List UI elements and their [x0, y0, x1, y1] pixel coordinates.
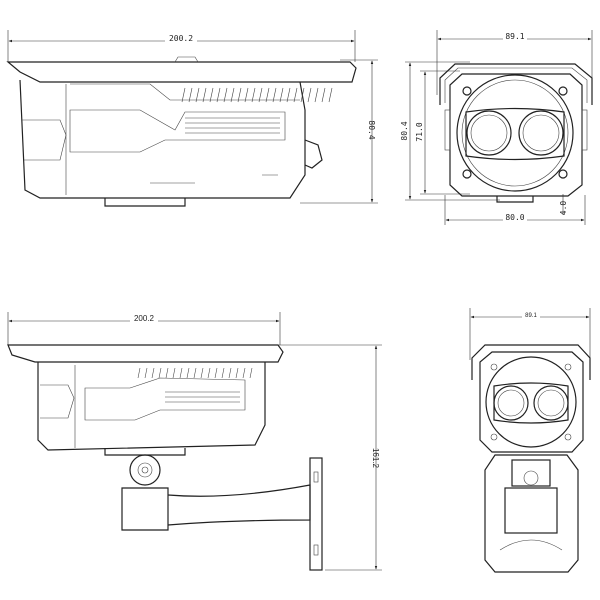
body-width-label: 80.0: [505, 213, 524, 222]
base-offset-label: 4.0: [559, 201, 568, 216]
vent-slots: [181, 87, 333, 134]
width-label: 89.1: [505, 32, 524, 41]
side-view-top: 200.2 80.4: [6, 30, 378, 207]
total-height-label: 161.2: [371, 448, 380, 469]
height-label: 80.4: [367, 120, 376, 139]
height-label: 80.4: [400, 121, 409, 140]
side-view-bracket: 200.2 161.2: [7, 312, 382, 571]
lens-right: [518, 110, 564, 156]
length-label: 200.2: [169, 34, 193, 43]
front-view-bracket: 89.1: [469, 308, 591, 573]
width-label: 89.1: [525, 313, 537, 319]
wall-plate: [309, 457, 323, 571]
front-view-top: 89.1 80.4 71.0 80.0 4.0: [400, 30, 593, 225]
lens-left: [466, 110, 512, 156]
ball-joint: [129, 454, 161, 486]
length-label: 200.2: [134, 314, 155, 323]
inner-height-label: 71.0: [415, 122, 424, 141]
